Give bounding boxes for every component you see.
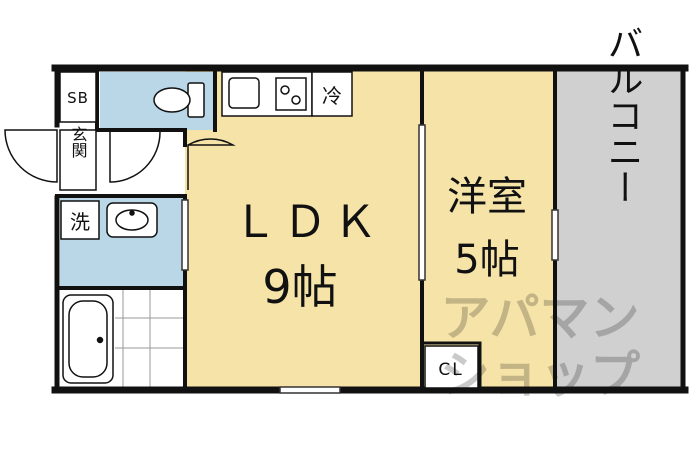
watermark: アパマン ショップ <box>440 289 640 404</box>
ldk-name: ＬＤＫ <box>233 197 383 248</box>
entrance-label: 玄関 <box>69 126 88 159</box>
watermark-line2: ショップ <box>440 346 640 404</box>
balcony-floor <box>557 70 683 388</box>
ldk-floor <box>185 70 422 388</box>
ldk-size: 9帖 <box>262 260 337 314</box>
walls <box>51 64 689 394</box>
shoebox-box <box>59 71 97 123</box>
western-name: 洋室 <box>447 174 527 220</box>
bath-tile-grid <box>115 288 185 388</box>
label-boxes <box>59 71 479 389</box>
bathtub-icon <box>62 294 114 384</box>
sliding-doors <box>181 124 559 394</box>
toilet-icon <box>153 82 205 118</box>
washroom-label: 洗 <box>70 210 90 234</box>
sink-icon <box>228 77 260 109</box>
basin-icon <box>106 202 158 238</box>
entrance-box <box>59 129 97 191</box>
western-floor <box>422 70 555 388</box>
stove-icon <box>275 77 307 111</box>
kitchen-counter <box>221 71 353 117</box>
fridge-label: 冷 <box>322 84 342 108</box>
shoebox-label: SB <box>67 89 89 107</box>
closet-label: CL <box>438 360 463 380</box>
western-size: 5帖 <box>454 237 519 283</box>
watermark-line1: アパマン <box>441 289 640 347</box>
fridge-box <box>311 71 353 117</box>
closet-box <box>424 345 479 389</box>
door-swings <box>4 129 236 190</box>
washroom-box <box>60 200 100 240</box>
balcony-label: バルコニー <box>602 25 643 205</box>
